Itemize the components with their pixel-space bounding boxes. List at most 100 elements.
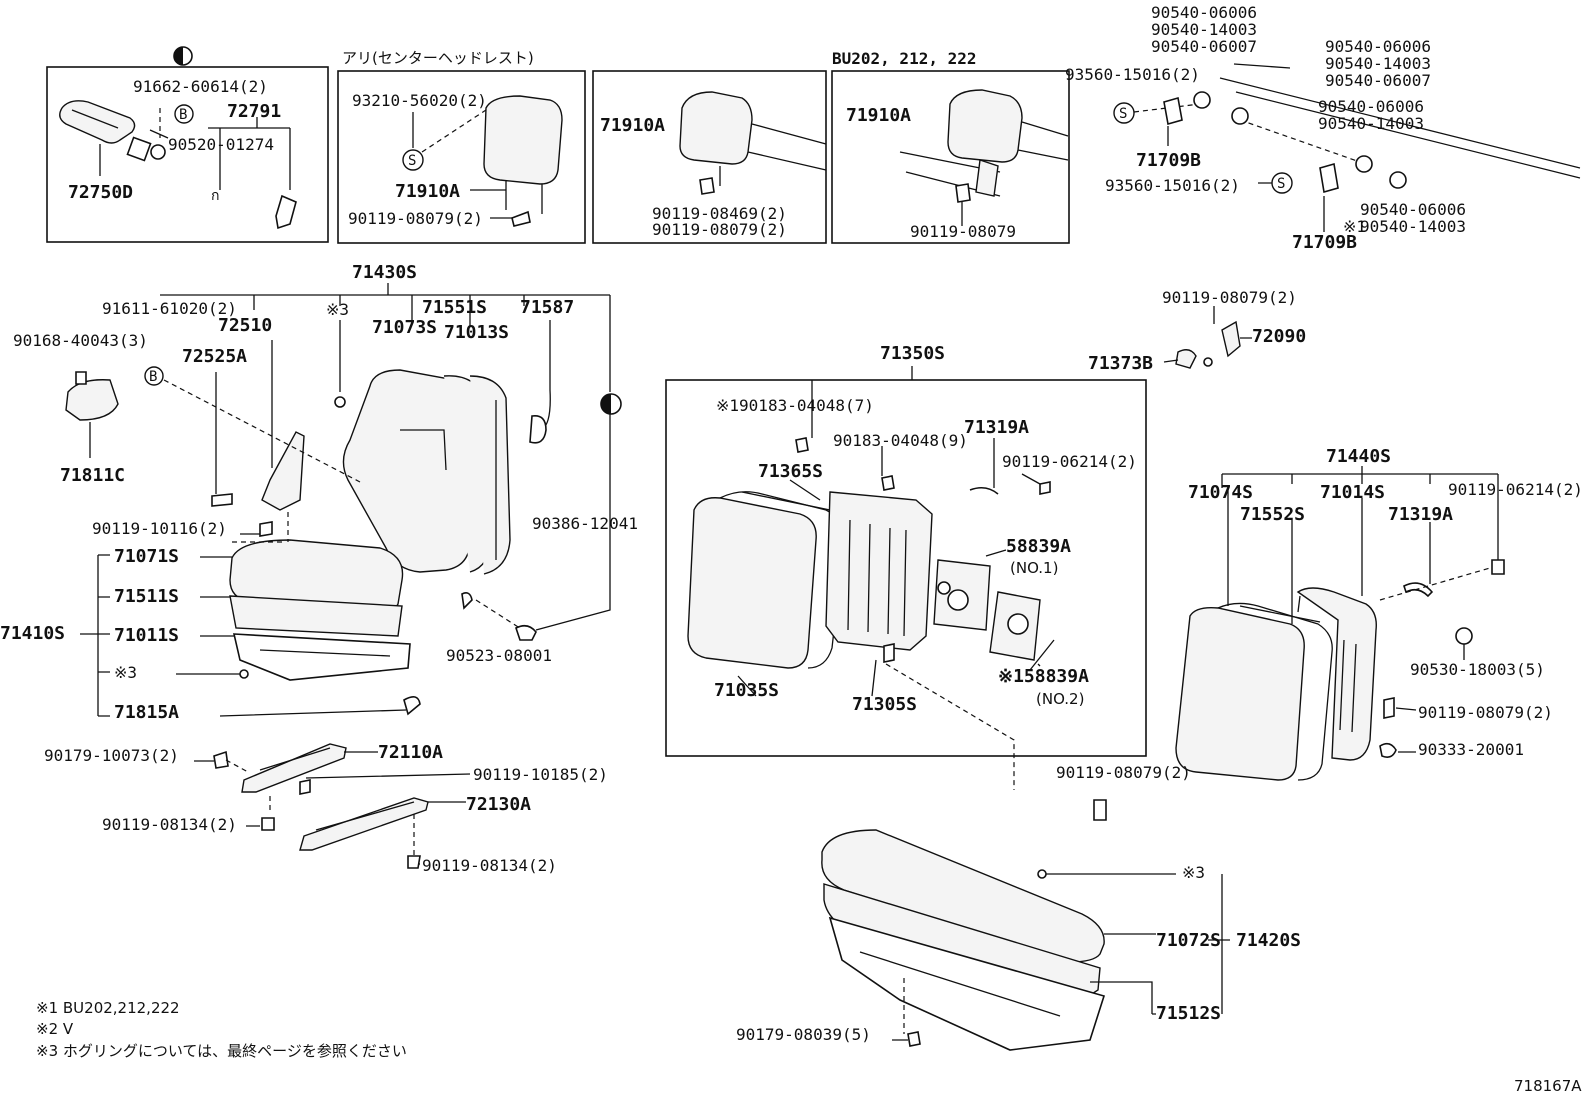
label-90119-08079-lock: 90119-08079(2) [1162, 288, 1297, 307]
label-72750d: 72750D [68, 182, 133, 203]
label-90119-10185: 90119-10185(2) [473, 765, 608, 784]
rear-cushion-group: 90119-08079(2) ※3 71072S 71420S 71512S 9… [736, 763, 1301, 1051]
label-90183-b: 90183-04048(9) [833, 431, 968, 450]
label-star3-rc: ※3 [1182, 863, 1205, 882]
label-71910a-p4: 71910A [846, 105, 911, 126]
label-90119-08079-p4: 90119-08079 [910, 222, 1016, 241]
label-71512s: 71512S [1156, 1003, 1221, 1024]
label-71420s: 71420S [1236, 930, 1301, 951]
label-72110a: 72110A [378, 742, 443, 763]
label-71587: 71587 [520, 297, 574, 318]
lock-72090-part-icon [1221, 320, 1241, 358]
label-90119-06214-r: 90119-06214(2) [1448, 480, 1583, 499]
label-90540-06006-b: 90540-06006 [1325, 37, 1431, 56]
label-no1: (NO.1) [1010, 559, 1058, 577]
svg-text:S: S [1119, 106, 1127, 122]
label-71551s: 71551S [422, 297, 487, 318]
label-71319a-r: 71319A [1388, 504, 1453, 525]
label-90168: 90168-40043(3) [13, 331, 148, 350]
label-71073s: 71073S [372, 317, 437, 338]
label-71071s: 71071S [114, 546, 179, 567]
s-marker-icon: S [402, 149, 424, 171]
label-71709b-a: 71709B [1136, 150, 1201, 171]
rear-seatback-group: 71350S ※190183-04048(7) 90183-04048(9) 7… [665, 343, 1147, 790]
key-lock-part-icon [59, 100, 169, 176]
label-90119-10116: 90119-10116(2) [92, 519, 227, 538]
label-90386: 90386-12041 [532, 514, 638, 533]
headrest-part-icon [679, 91, 827, 186]
label-90119-08079-r: 90119-08079(2) [1418, 703, 1553, 722]
right-seatback-group: 71440S 71074S 71014S 90119-06214(2) 7155… [1175, 446, 1583, 781]
right-seatback-part-icon [1175, 587, 1377, 781]
label-71440s: 71440S [1326, 446, 1391, 467]
label-71074s: 71074S [1188, 482, 1253, 503]
label-90540-06006-d: 90540-06006 [1360, 200, 1466, 219]
label-90179-10073: 90179-10073(2) [44, 746, 179, 765]
label-71709b-b: 71709B [1292, 232, 1357, 253]
seat-rails-group: 90179-10073(2) 72110A 90119-10185(2) 721… [44, 742, 608, 875]
label-90333: 90333-20001 [1418, 740, 1524, 759]
label-90540-14003-a: 90540-14003 [1151, 20, 1257, 39]
top-right-clips: 90540-06006 90540-14003 90540-06007 9054… [1065, 3, 1581, 253]
label-90183-a: ※190183-04048(7) [716, 396, 874, 415]
front-seatback-part-icon [342, 369, 511, 575]
label-90540-06006-c: 90540-06006 [1318, 97, 1424, 116]
rail-72130a-part-icon [299, 797, 429, 851]
rear-cushion-part-icon [821, 829, 1106, 1051]
label-star3-b: ※3 [114, 663, 137, 682]
label-58839a: 58839A [1006, 536, 1071, 557]
half-circle-marker-icon [173, 46, 193, 66]
label-71811c: 71811C [60, 465, 125, 486]
footnote-2: ※2 V [36, 1020, 74, 1038]
label-71013s: 71013S [444, 322, 509, 343]
b-marker-icon: B [174, 104, 194, 124]
label-90540-14003-d: 90540-14003 [1360, 217, 1466, 236]
headrest-bu-part-icon [899, 89, 1069, 197]
panel-title-center-headrest: アリ(センターヘッドレスト) [342, 49, 534, 67]
label-71815a: 71815A [114, 702, 179, 723]
label-93560-b: 93560-15016(2) [1105, 176, 1240, 195]
label-71910a-p3: 71910A [600, 115, 665, 136]
label-71910a: 71910A [395, 181, 460, 202]
star-1-marker: ※1 [1343, 217, 1366, 236]
label-71373b: 71373B [1088, 353, 1153, 374]
label-90540-06007-a: 90540-06007 [1151, 37, 1257, 56]
label-90540-14003-b: 90540-14003 [1325, 54, 1431, 73]
label-90119-08134-b: 90119-08134(2) [422, 856, 557, 875]
half-circle-marker-icon-front [600, 393, 622, 415]
panel-headrest-standard: 71910A 90119-08469(2) 90119-08079(2) [592, 70, 827, 244]
label-72525a: 72525A [182, 346, 247, 367]
label-72130a: 72130A [466, 794, 531, 815]
label-91662: 91662-60614(2) [133, 77, 268, 96]
label-71011s: 71011S [114, 625, 179, 646]
rear-seatback-part-icon [687, 491, 1041, 669]
label-90523: 90523-08001 [446, 646, 552, 665]
label-90119-08469: 90119-08469(2) [652, 204, 787, 223]
label-93560-a: 93560-15016(2) [1065, 65, 1200, 84]
label-158839a: ※158839A [998, 666, 1089, 687]
label-90530: 90530-18003(5) [1410, 660, 1545, 679]
rail-72110a-part-icon [241, 743, 347, 793]
label-71035s: 71035S [714, 680, 779, 701]
label-71511s: 71511S [114, 586, 179, 607]
label-93210: 93210-56020(2) [352, 91, 487, 110]
svg-text:S: S [1277, 176, 1285, 192]
reference-code: 718167A [1514, 1077, 1582, 1095]
label-90119-08079: 90119-08079(2) [348, 209, 483, 228]
label-71350s: 71350S [880, 343, 945, 364]
center-headrest-part-icon [421, 95, 563, 214]
label-72090: 72090 [1252, 326, 1306, 347]
label-90119-06214: 90119-06214(2) [1002, 452, 1137, 471]
label-71365s: 71365S [758, 461, 823, 482]
label-90520: 90520-01274 [168, 135, 274, 154]
label-no2: (NO.2) [1036, 690, 1084, 708]
label-star3-a: ※3 [326, 300, 349, 319]
label-71430s: 71430S [352, 262, 417, 283]
svg-text:S: S [408, 153, 416, 169]
label-90119-08134-a: 90119-08134(2) [102, 815, 237, 834]
label-90119-08079-rc: 90119-08079(2) [1056, 763, 1191, 782]
svg-text:B: B [149, 369, 157, 385]
svg-text:ก: ก [211, 188, 219, 204]
label-90179-08039: 90179-08039(5) [736, 1025, 871, 1044]
